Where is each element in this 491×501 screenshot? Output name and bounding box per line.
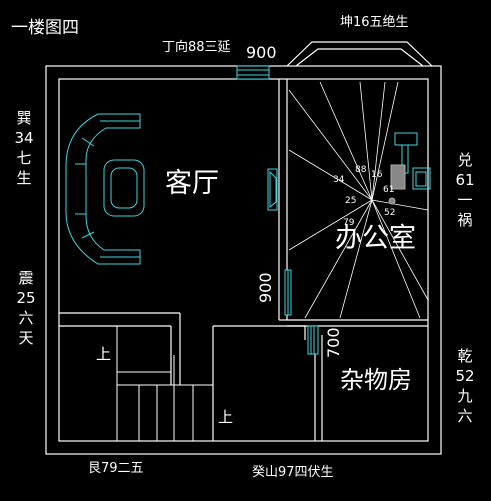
office-ray-1 xyxy=(288,149,373,201)
right-label-qian-4: 六 xyxy=(457,407,473,425)
office-num-79: 79 xyxy=(343,218,355,228)
outer-wall-outer-line xyxy=(45,65,442,455)
left-label-zhen-4: 天 xyxy=(18,329,34,347)
office-ray-5 xyxy=(371,81,386,201)
left-label-zhen: 震 25 六 天 xyxy=(16,268,36,348)
stairs-up-left: 上 xyxy=(96,345,112,363)
storage-door xyxy=(307,325,319,355)
office-ray-12 xyxy=(288,89,373,201)
left-label-xun-3: 七 xyxy=(16,149,32,167)
office-ray-3 xyxy=(319,81,373,201)
office-num-16: 16 xyxy=(371,170,383,180)
top-window xyxy=(236,65,270,80)
coffee-table-inner xyxy=(110,167,138,209)
left-label-xun: 巽 34 七 生 xyxy=(14,108,34,188)
sofa-outer xyxy=(65,113,141,265)
office-lamp xyxy=(394,132,418,146)
office-num-88: 88 xyxy=(355,165,367,175)
office-num-52: 52 xyxy=(384,208,396,218)
storage-door-width: 700 xyxy=(324,327,343,358)
openings xyxy=(236,65,319,355)
office-num-25: 25 xyxy=(345,196,357,206)
right-label-dui-3: 一 xyxy=(457,191,473,209)
sofa-set xyxy=(65,113,145,265)
sofa-segments xyxy=(75,137,95,239)
tv-unit xyxy=(267,168,278,211)
office-chair xyxy=(412,167,431,190)
left-label-zhen-2: 25 xyxy=(16,289,36,307)
top-direction-label: 丁向88三延 xyxy=(162,40,231,55)
room-office-label: 办公室 xyxy=(335,223,416,254)
tv-cabinet xyxy=(267,168,278,211)
office-ray-2 xyxy=(288,199,373,251)
left-label-xun-1: 巽 xyxy=(16,109,32,127)
right-label-qian: 乾 52 九 六 xyxy=(455,346,475,426)
office-ray-6 xyxy=(371,81,399,201)
office-ray-9 xyxy=(371,199,421,319)
office-plant xyxy=(388,197,396,205)
right-label-dui-2: 61 xyxy=(455,171,475,189)
office-ray-7 xyxy=(371,199,429,211)
office-chair-seat xyxy=(415,171,427,187)
drawing-title: 一楼图四 xyxy=(11,18,79,38)
coffee-table xyxy=(103,159,145,217)
room-storage-label: 杂物房 xyxy=(340,366,412,394)
office-ray-4 xyxy=(359,81,373,201)
right-label-dui-4: 祸 xyxy=(457,211,473,229)
right-label-dui: 兑 61 一 祸 xyxy=(455,150,475,230)
right-label-qian-3: 九 xyxy=(457,387,473,405)
mid-door-width: 900 xyxy=(256,272,275,303)
office-num-61: 61 xyxy=(383,185,395,195)
tv-screen xyxy=(269,170,277,209)
top-door-width: 900 xyxy=(246,43,277,62)
sofa-cushion-lines xyxy=(100,120,140,258)
office-desk xyxy=(390,164,406,190)
outer-walls xyxy=(45,65,442,455)
bottom-left-label: 艮79二五 xyxy=(88,461,144,476)
right-label-dui-1: 兑 xyxy=(457,151,473,169)
staircase xyxy=(116,326,213,441)
office-ray-8 xyxy=(371,199,429,301)
bottom-center-label: 癸山97四伏生 xyxy=(252,465,334,480)
office-num-34: 34 xyxy=(333,175,345,185)
office-direction-rays xyxy=(288,81,429,319)
left-label-zhen-1: 震 xyxy=(18,269,34,287)
stairs-up-bottom: 上 xyxy=(218,408,234,426)
bay-window-outer xyxy=(286,41,433,67)
left-label-zhen-3: 六 xyxy=(18,309,34,327)
office-ray-10 xyxy=(339,199,373,319)
top-right-direction-label: 坤16五绝生 xyxy=(340,15,409,30)
right-label-qian-2: 52 xyxy=(455,367,475,385)
bay-window xyxy=(286,41,433,67)
left-label-xun-2: 34 xyxy=(14,129,34,147)
office-desk xyxy=(388,132,431,205)
room-living-label: 客厅 xyxy=(165,168,219,199)
bay-window-inner xyxy=(295,48,424,67)
office-ray-11 xyxy=(304,199,373,319)
left-label-xun-4: 生 xyxy=(16,169,32,187)
right-label-qian-1: 乾 xyxy=(457,347,473,365)
